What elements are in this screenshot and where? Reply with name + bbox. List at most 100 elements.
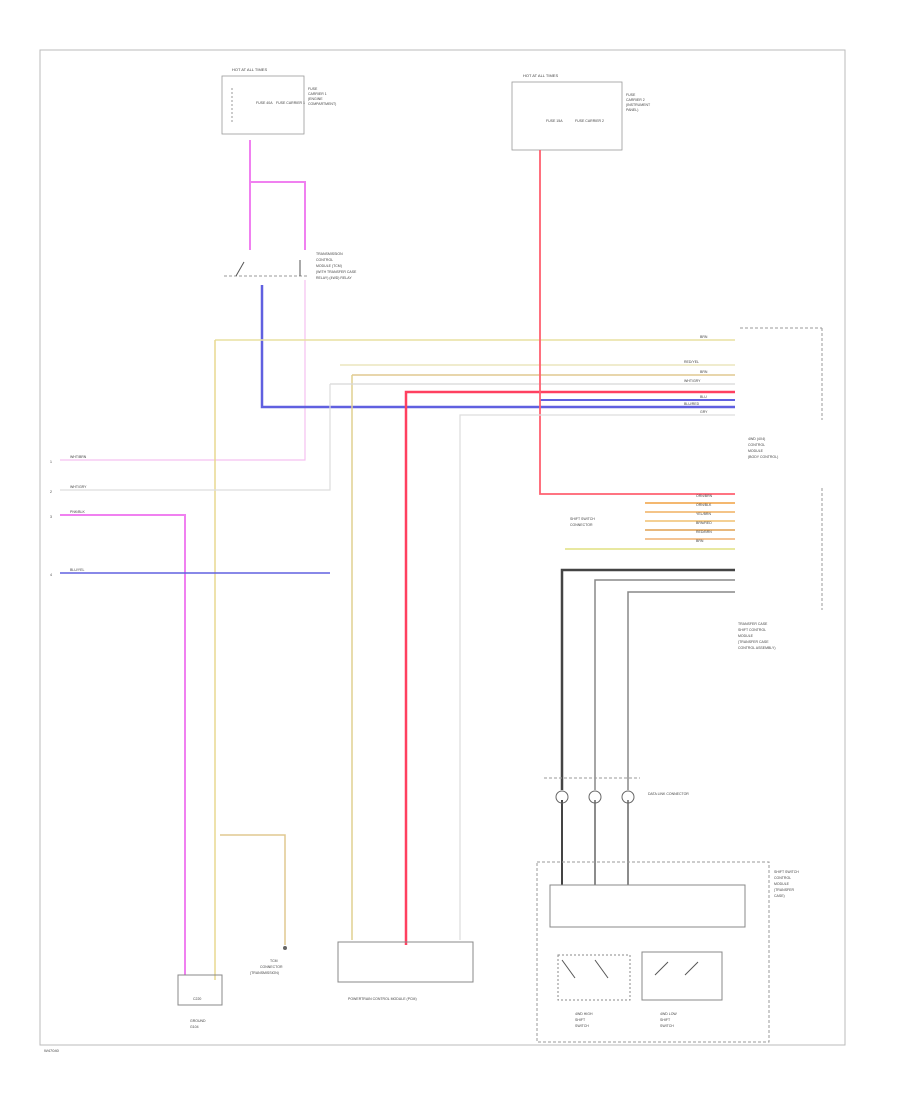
wire-label-0: BRN xyxy=(700,335,708,339)
wire-tan-ground xyxy=(220,834,286,945)
relay-caption-3: (WITH TRANSFER CASE xyxy=(316,270,357,274)
ground-left: C220 GROUND G104 xyxy=(177,974,223,1029)
switch-2-caption-2: SWITCH xyxy=(660,1024,674,1028)
module-right-caption-2: MODULE xyxy=(748,449,764,453)
connector-right-2: TRANSFER CASE SHIFT CONTROL MODULE (TRAN… xyxy=(738,488,823,650)
connector-pin-4: RED/BRN xyxy=(696,530,712,534)
relay-caption-0: TRANSMISSION xyxy=(316,252,343,256)
connector-right-2-caption-1: SHIFT CONTROL xyxy=(738,628,766,632)
connector-right-2-caption-4: CONTROL ASSEMBLY) xyxy=(738,646,776,650)
wire-labels: BRN RED/YEL BRN WHT/GRY BLU BLU/RED GRY xyxy=(684,335,708,414)
fuse-right-label: FUSE CARRIER 2 xyxy=(575,119,604,123)
relay-caption-1: CONTROL xyxy=(316,258,333,262)
mid-label-0: SHIFT SWITCH xyxy=(570,517,595,521)
plug-label: C220 xyxy=(193,997,201,1001)
connector-pin-2: YEL/BRN xyxy=(696,512,711,516)
wire-left-pink xyxy=(60,514,186,975)
fuse-left-caption-3: COMPARTMENT) xyxy=(308,102,336,106)
left-wire-label-1: WHT/GRY xyxy=(70,485,87,489)
fuse-box-left-title: HOT AT ALL TIMES xyxy=(232,67,267,72)
wire-red-right xyxy=(539,150,735,495)
connector-right-2-caption-2: MODULE xyxy=(738,634,754,638)
fuse-box-left: HOT AT ALL TIMES FUSE 40A FUSE CARRIER 1… xyxy=(221,67,336,135)
fuse-right-caption-1: CARRIER 2 xyxy=(626,98,645,102)
switch-1-caption-1: SHIFT xyxy=(575,1018,586,1022)
wire-label-6: GRY xyxy=(700,410,708,414)
fuse-left-caption-0: FUSE xyxy=(308,87,318,91)
left-wire-num-3: 4 xyxy=(50,573,52,577)
left-wire-labels: 1 WHT/BRN 2 WHT/GRY 3 PNK/BLK 4 BLU/YEL xyxy=(50,455,87,577)
switch-2-caption-0: 4WD LOW xyxy=(660,1012,677,1016)
fuse-right-caption-2: (INSTRUMENT xyxy=(626,103,651,107)
tcm-connector-caption-0: TCM xyxy=(270,959,278,963)
connector-pin-labels: ORN/BRN ORN/BLK YEL/BRN BRN/RED RED/BRN … xyxy=(696,494,713,543)
left-wire-label-0: WHT/BRN xyxy=(70,455,87,459)
wire-left-gray xyxy=(60,384,331,491)
wire-dark-1 xyxy=(560,568,735,790)
connector-pin-1: ORN/BLK xyxy=(696,503,712,507)
diagram-border xyxy=(39,49,846,1046)
switch-assembly-caption-0: SHIFT SWITCH xyxy=(774,870,799,874)
relay: TRANSMISSION CONTROL MODULE (TCM) (WITH … xyxy=(224,252,357,280)
ground-points-caption: DATA LINK CONNECTOR xyxy=(648,792,689,796)
connector-pin-5: BRN xyxy=(696,539,704,543)
wire-pink-top xyxy=(249,140,306,250)
module-right-caption-3: (BODY CONTROL) xyxy=(748,455,778,459)
fuse-right-caption-3: PANEL) xyxy=(626,108,638,112)
wire-red xyxy=(404,390,735,945)
wire-label-2: BRN xyxy=(700,370,708,374)
switch-assembly-caption-1: CONTROL xyxy=(774,876,791,880)
ground-left-caption-1: G104 xyxy=(190,1025,199,1029)
wire-dark-2 xyxy=(594,579,735,790)
wire-label-4: BLU xyxy=(700,395,707,399)
left-wire-num-2: 3 xyxy=(50,515,52,519)
switch-assembly-caption-4: CASE) xyxy=(774,894,785,898)
fuse-box-right-title: HOT AT ALL TIMES xyxy=(523,73,558,78)
relay-caption-2: MODULE (TCM) xyxy=(316,264,342,268)
wire-blue xyxy=(260,285,735,409)
switch-1-caption-0: 4WD HIGH xyxy=(575,1012,593,1016)
connector-right-2-caption-3: (TRANSFER CASE xyxy=(738,640,769,644)
switch-1-caption-2: SWITCH xyxy=(575,1024,589,1028)
fuse-right-caption-0: FUSE xyxy=(626,93,636,97)
fuse-box-right: HOT AT ALL TIMES FUSE 15A FUSE CARRIER 2… xyxy=(511,73,651,151)
tcm-connector-caption-2: (TRANSMISSION) xyxy=(250,971,279,975)
relay-caption-4: RELAY) (4WD) RELAY xyxy=(316,276,352,280)
mid-label: SHIFT SWITCH CONNECTOR xyxy=(570,517,595,527)
wire-label-5: BLU/RED xyxy=(684,402,700,406)
fuse-left-caption-2: (ENGINE xyxy=(308,97,323,101)
wires xyxy=(60,140,735,980)
ground-connectors: DATA LINK CONNECTOR xyxy=(544,777,689,804)
wire-gray-2 xyxy=(459,414,735,940)
left-wire-label-2: PNK/BLK xyxy=(70,510,85,514)
connector-pin-0: ORN/BRN xyxy=(696,494,713,498)
pcm-label: POWERTRAIN CONTROL MODULE (PCM) xyxy=(348,997,417,1001)
wire-label-3: WHT/GRY xyxy=(684,379,701,383)
connector-right-1: 4WD (4X4) CONTROL MODULE (BODY CONTROL) xyxy=(740,327,823,459)
left-wire-label-3: BLU/YEL xyxy=(70,568,84,572)
tcm-connector: TCM CONNECTOR (TRANSMISSION) xyxy=(250,946,287,975)
switch-2-caption-1: SHIFT xyxy=(660,1018,671,1022)
tcm-connector-caption-1: CONNECTOR xyxy=(260,965,283,969)
module-right-caption-0: 4WD (4X4) xyxy=(748,437,765,441)
fuse-left-caption-1: CARRIER 1 xyxy=(308,92,327,96)
switch-assembly-caption-3: (TRANSFER xyxy=(774,888,795,892)
connector-right-2-caption-0: TRANSFER CASE xyxy=(738,622,768,626)
wire-label-1: RED/YEL xyxy=(684,360,699,364)
mid-label-1: CONNECTOR xyxy=(570,523,593,527)
module-right-caption-1: CONTROL xyxy=(748,443,765,447)
footer-code: W47040 xyxy=(44,1048,60,1053)
fuse-left-label: FUSE CARRIER 1 xyxy=(276,101,305,105)
switch-assembly: SHIFT SWITCH CONTROL MODULE (TRANSFER CA… xyxy=(536,861,799,1043)
left-wire-num-0: 1 xyxy=(50,460,52,464)
switch-assembly-caption-2: MODULE xyxy=(774,882,790,886)
ground-left-caption-0: GROUND xyxy=(190,1019,206,1023)
pcm-box: POWERTRAIN CONTROL MODULE (PCM) xyxy=(337,941,474,1001)
left-wire-num-1: 2 xyxy=(50,490,52,494)
connector-pin-3: BRN/RED xyxy=(696,521,712,525)
wire-dark-3 xyxy=(627,591,735,790)
wire-pink-down xyxy=(60,280,306,461)
fuse-right-rating: FUSE 15A xyxy=(546,119,563,123)
fuse-left-rating: FUSE 40A xyxy=(256,101,273,105)
